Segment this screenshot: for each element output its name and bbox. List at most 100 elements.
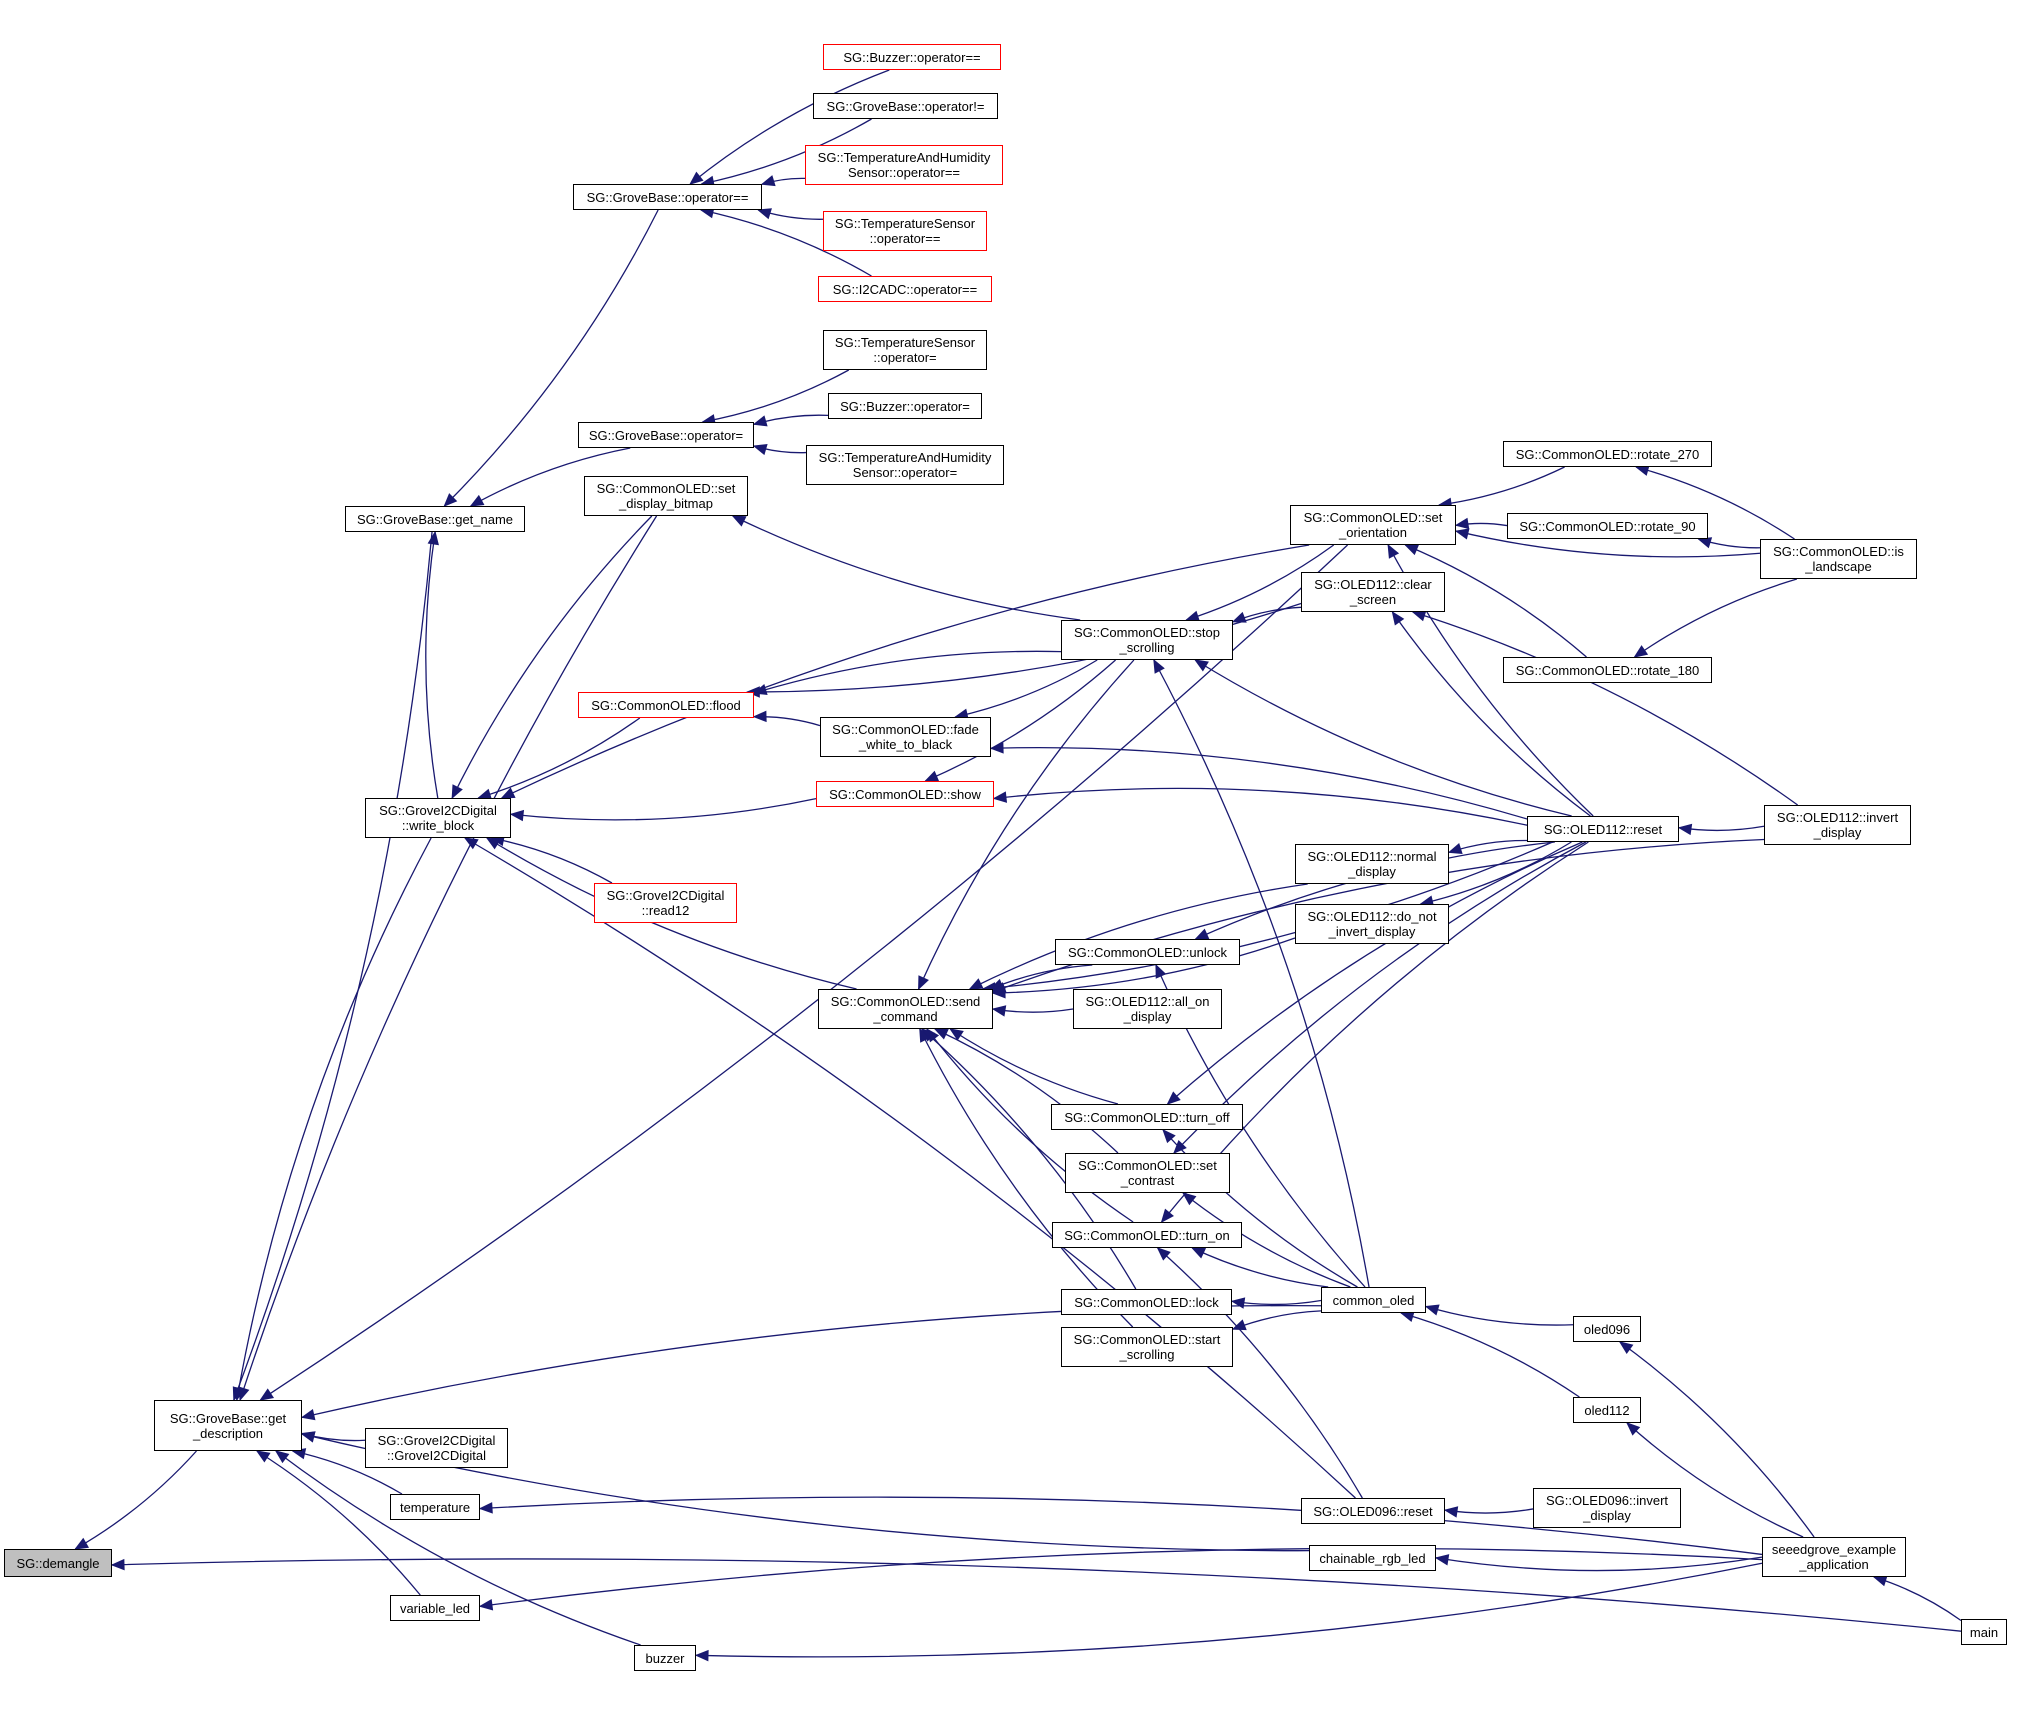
node-grove-i2c-digital-ctor[interactable]: SG::GroveI2CDigital ::GroveI2CDigital [365,1428,508,1468]
node-temperature[interactable]: temperature [390,1494,480,1520]
arrowhead-icon [1194,659,1209,672]
node-common-oled[interactable]: common_oled [1321,1287,1426,1313]
node-grovebase-operator-neq[interactable]: SG::GroveBase::operator!= [813,93,998,119]
edge-seeedgrove_app-to-oled112 [1626,1422,1804,1538]
arrowhead-icon [427,530,439,546]
node-oled112-invert-display[interactable]: SG::OLED112::invert _display [1764,805,1911,845]
arrowhead-icon [1155,963,1167,979]
node-oled096-invert-display[interactable]: SG::OLED096::invert _display [1533,1488,1681,1528]
arrowhead-icon [469,494,485,507]
edge-oled112_invert-to-oled112_reset [1678,825,1765,832]
node-variable-led[interactable]: variable_led [390,1595,480,1621]
node-set-contrast[interactable]: SG::CommonOLED::set _contrast [1065,1153,1230,1193]
node-lock[interactable]: SG::CommonOLED::lock [1061,1289,1232,1315]
arrowhead-icon [1677,823,1693,836]
arrowhead-icon [1404,544,1420,556]
node-seeedgrove-example-application[interactable]: seeedgrove_example _application [1762,1537,1906,1577]
arrowhead-icon [443,493,458,507]
node-set-display-bitmap[interactable]: SG::CommonOLED::set _display_bitmap [584,476,748,516]
node-grovebase-operator-eq[interactable]: SG::GroveBase::operator== [573,184,762,210]
arrowhead-icon [991,982,1007,993]
edge-seeedgrove_app-to-oled096 [1619,1341,1815,1538]
node-start-scrolling[interactable]: SG::CommonOLED::start _scrolling [1061,1327,1233,1367]
node-oled112-reset[interactable]: SG::OLED112::reset [1527,816,1679,842]
arrowhead-icon [752,710,767,723]
edge-oled112_reset-to-fade_white_to_black [990,746,1528,820]
node-set-orientation[interactable]: SG::CommonOLED::set _orientation [1290,505,1456,545]
arrowhead-icon [1872,1575,1888,1587]
edge-set_display_bitmap-to-get_description [239,515,658,1401]
node-grovebase-operator-assign[interactable]: SG::GroveBase::operator= [578,422,754,448]
node-send-command[interactable]: SG::CommonOLED::send _command [818,989,993,1029]
node-temp-sensor-operator-assign[interactable]: SG::TemperatureSensor ::operator= [823,330,987,370]
node-flood[interactable]: SG::CommonOLED::flood [578,692,754,718]
edge-send_command-to-write_block [486,837,857,990]
node-oled096[interactable]: oled096 [1573,1316,1641,1342]
node-is-landscape[interactable]: SG::CommonOLED::is _landscape [1760,539,1917,579]
arrowhead-icon [731,515,747,527]
node-temp-humidity-operator-eq[interactable]: SG::TemperatureAndHumidity Sensor::opera… [805,145,1003,185]
node-get-name[interactable]: SG::GroveBase::get_name [345,506,525,532]
edge-stop_scrolling-to-send_command [917,659,1135,990]
node-buzzer-operator-assign[interactable]: SG::Buzzer::operator= [828,393,982,419]
edge-lock-to-send_command [921,1028,1137,1290]
node-main[interactable]: main [1961,1619,2007,1645]
edge-set_orientation-to-stop_scrolling [1186,544,1335,621]
edge-oled112_reset-to-do_not_invert [1420,841,1572,905]
node-chainable-rgb-led[interactable]: chainable_rgb_led [1309,1545,1436,1571]
arrowhead-icon [1454,517,1470,530]
node-fade-white-to-black[interactable]: SG::CommonOLED::fade _white_to_black [820,717,991,757]
edge-flood-to-write_block [478,717,641,799]
arrowhead-icon [1230,1297,1246,1309]
arrowhead-icon [1231,611,1247,623]
node-unlock[interactable]: SG::CommonOLED::unlock [1055,939,1240,965]
node-oled112[interactable]: oled112 [1573,1397,1641,1423]
arrowhead-icon [991,1005,1007,1017]
edge-common_oled-to-lock [1231,1299,1322,1306]
edge-oled096_reset-to-turn_on [1157,1247,1363,1499]
node-rotate-180[interactable]: SG::CommonOLED::rotate_180 [1503,657,1712,683]
edge-get_description-to-demangle [74,1450,197,1550]
edge-oled112_reset-to-stop_scrolling [1194,659,1572,817]
node-turn-off[interactable]: SG::CommonOLED::turn_off [1051,1104,1243,1130]
edge-variable_led-to-get_description [256,1450,421,1596]
node-oled096-reset[interactable]: SG::OLED096::reset [1301,1498,1445,1524]
node-show[interactable]: SG::CommonOLED::show [816,781,994,807]
node-write-block[interactable]: SG::GroveI2CDigital ::write_block [365,798,511,838]
edge-seeedgrove_app-to-buzzer [695,1562,1763,1658]
node-get-description[interactable]: SG::GroveBase::get _description [154,1400,302,1451]
arrowhead-icon [238,1386,250,1402]
node-temp-sensor-operator-eq[interactable]: SG::TemperatureSensor ::operator== [823,211,987,251]
arrowhead-icon [1173,1140,1187,1154]
arrowhead-icon [1156,1247,1171,1261]
node-i2cadc-operator-eq[interactable]: SG::I2CADC::operator== [818,276,992,302]
edge-oled112-to-common_oled [1400,1312,1580,1398]
node-rotate-270[interactable]: SG::CommonOLED::rotate_270 [1503,441,1712,467]
arrowhead-icon [760,175,776,187]
node-all-on-display[interactable]: SG::OLED112::all_on _display [1073,989,1222,1029]
node-stop-scrolling[interactable]: SG::CommonOLED::stop _scrolling [1061,620,1233,660]
node-normal-display[interactable]: SG::OLED112::normal _display [1295,844,1449,884]
arrowhead-icon [1633,645,1649,658]
edge-normal_display-to-send_command [969,883,1308,990]
arrowhead-icon [74,1537,90,1550]
arrowhead-icon [1231,1319,1247,1331]
arrowhead-icon [1618,1341,1634,1355]
node-temp-humidity-operator-assign[interactable]: SG::TemperatureAndHumidity Sensor::opera… [806,445,1004,485]
node-read12[interactable]: SG::GroveI2CDigital ::read12 [594,883,737,923]
arrowhead-icon [992,791,1008,803]
node-buzzer[interactable]: buzzer [634,1645,696,1671]
edge-gb_op_neq-to-gb_op_eq [701,118,872,185]
edge-turn_off-to-send_command [949,1028,1119,1105]
edge-is_landscape-to-rotate_180 [1634,578,1798,658]
edge-temperature-to-get_description [292,1450,403,1495]
edge-common_oled-to-turn_on [1192,1247,1329,1288]
node-do-not-invert-display[interactable]: SG::OLED112::do_not _invert_display [1295,904,1449,944]
edge-seeedgrove_app-to-chainable_rgb_led [1435,1556,1763,1572]
node-turn-on[interactable]: SG::CommonOLED::turn_on [1052,1222,1242,1248]
node-clear-screen[interactable]: SG::OLED112::clear _screen [1301,572,1445,612]
node-rotate-90[interactable]: SG::CommonOLED::rotate_90 [1507,513,1708,539]
edge-seeedgrove_app-to-temperature [479,1496,1763,1556]
node-buzzer-operator-eq[interactable]: SG::Buzzer::operator== [823,44,1001,70]
